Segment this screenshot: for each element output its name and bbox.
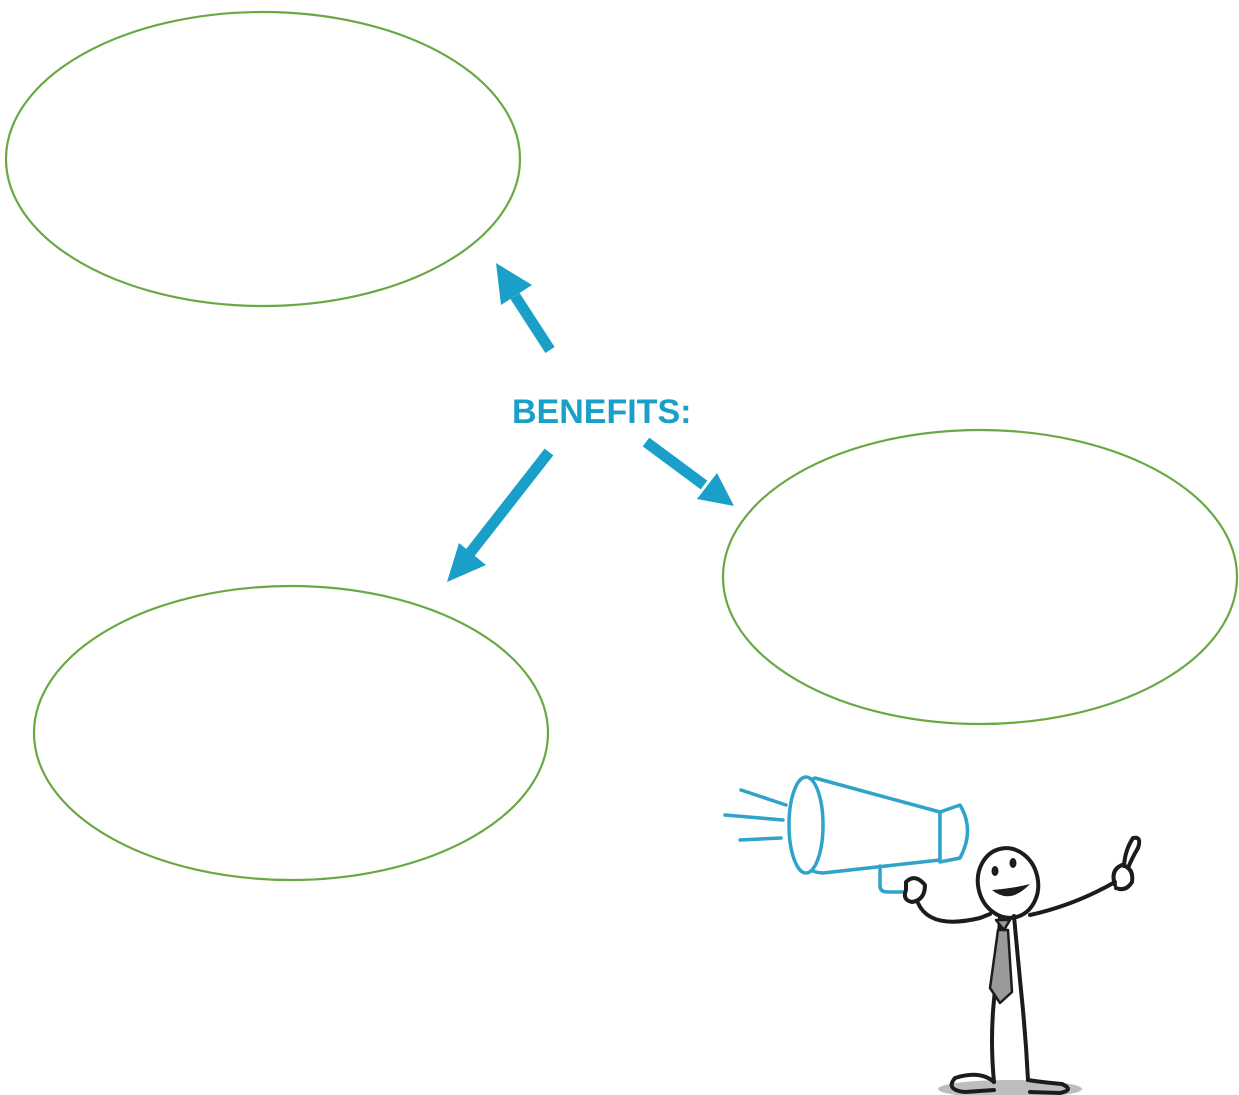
arrow-to-bottom-left: [447, 448, 554, 582]
bubble-bottom-left: [32, 584, 550, 882]
bubble-top-left: [4, 10, 522, 308]
stick-figure-megaphone-icon: [723, 775, 1142, 1095]
arrow-to-top-left: [496, 263, 555, 353]
arrow-to-right: [642, 437, 734, 506]
bubble-right: [721, 428, 1239, 726]
benefits-label: BENEFITS:: [512, 393, 691, 431]
